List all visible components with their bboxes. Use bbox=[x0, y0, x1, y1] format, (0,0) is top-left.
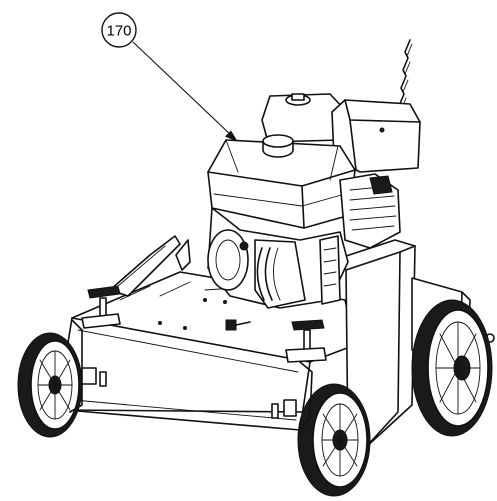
deck-detail-clips bbox=[81, 367, 297, 419]
part-callout-170: 170 bbox=[101, 12, 238, 142]
leader-arrowhead bbox=[225, 130, 238, 142]
handle-bracket bbox=[109, 235, 191, 297]
height-adjust-knob-right bbox=[285, 319, 327, 363]
rear-wheel bbox=[411, 299, 493, 437]
front-left-wheel bbox=[17, 319, 83, 438]
lever bbox=[225, 319, 251, 331]
engine bbox=[207, 93, 421, 309]
callout-number: 170 bbox=[106, 23, 131, 40]
leader-line bbox=[132, 41, 233, 137]
belt-guard bbox=[339, 239, 416, 449]
front-right-wheel bbox=[297, 361, 371, 497]
height-adjust-knob-left bbox=[81, 285, 121, 329]
